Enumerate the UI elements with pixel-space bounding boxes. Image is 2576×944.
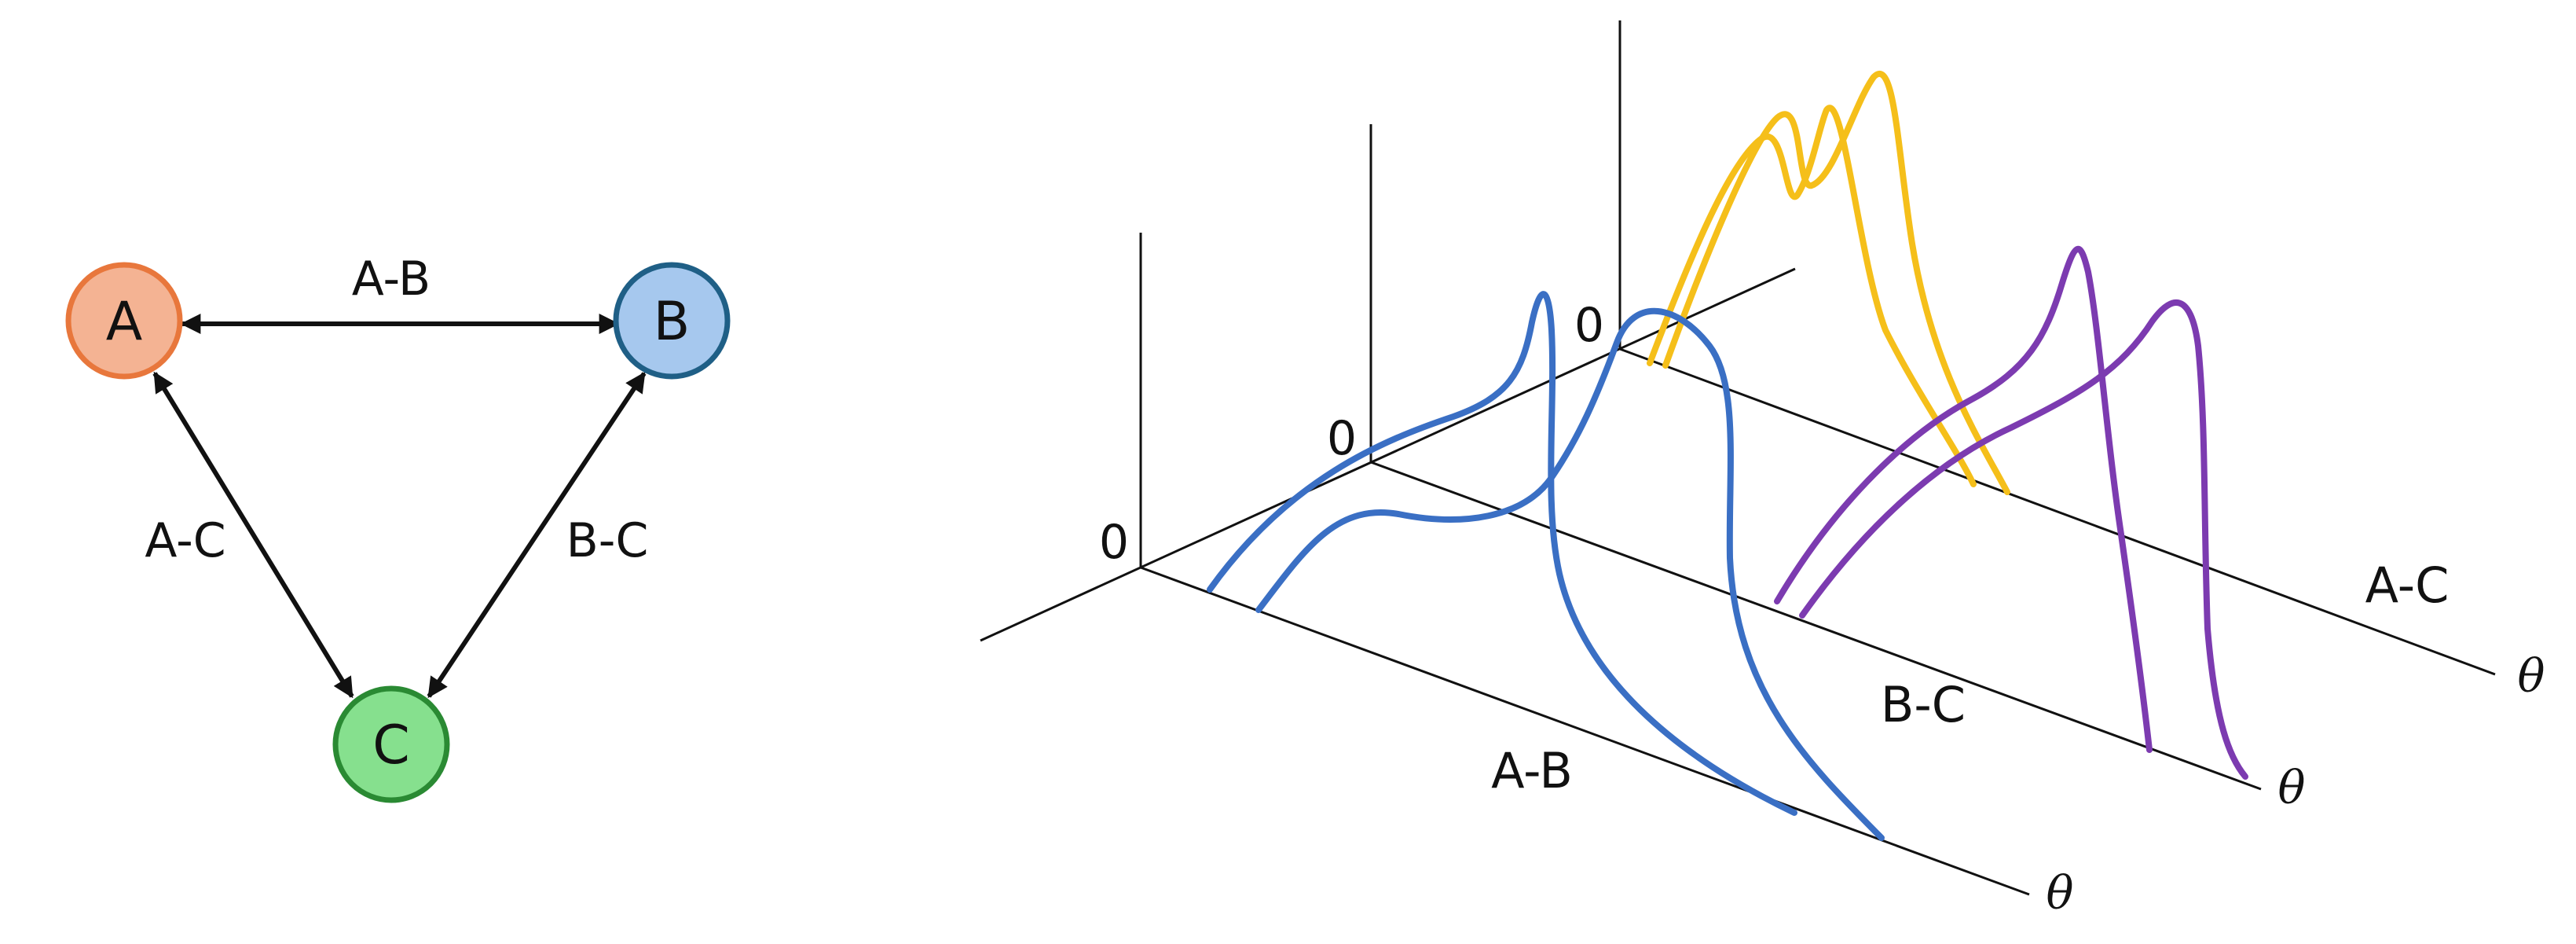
curve-a-c-2	[1662, 71, 2010, 495]
zero-label-a-c: 0	[1574, 298, 1604, 353]
node-b: B	[613, 262, 731, 380]
edge-b-c	[427, 371, 647, 699]
curves-a-c	[1647, 71, 2010, 495]
theta-label-b-c: θ	[2278, 761, 2306, 814]
axis-label-a-b: A-B	[1491, 742, 1573, 799]
theta-label-a-b: θ	[2047, 866, 2074, 920]
curves-b-c	[1774, 245, 2248, 780]
node-c: C	[332, 685, 450, 803]
density-plot-3d: 0 0 0 θ θ θ A-B B-C A-C	[980, 20, 2545, 920]
curve-a-b-2	[1255, 308, 1885, 841]
edge-label-a-b: A-B	[352, 252, 431, 307]
curve-a-c-1	[1647, 105, 1977, 487]
curve-b-c-2	[1799, 299, 2248, 780]
curve-b-c-1	[1774, 245, 2153, 753]
curves-a-b	[1207, 291, 1885, 841]
theta-axis-a-c	[1619, 347, 2496, 676]
triangle-graph: A-B A-C B-C A B C	[65, 252, 731, 803]
curve-a-b-1	[1207, 291, 1797, 816]
node-a: A	[65, 262, 183, 380]
node-label-a: A	[106, 291, 143, 353]
edge-label-a-c: A-C	[145, 513, 225, 568]
depth-axis	[980, 267, 1796, 642]
edge-label-b-c: B-C	[566, 513, 649, 568]
node-label-b: B	[654, 291, 691, 353]
edge-a-c	[152, 371, 354, 699]
zero-label-a-b: 0	[1099, 515, 1129, 570]
theta-axis-b-c	[1370, 461, 2262, 791]
theta-label-a-c: θ	[2518, 649, 2545, 703]
node-label-c: C	[372, 714, 409, 777]
axis-label-a-c: A-C	[2365, 556, 2450, 614]
axis-label-b-c: B-C	[1881, 676, 1966, 733]
